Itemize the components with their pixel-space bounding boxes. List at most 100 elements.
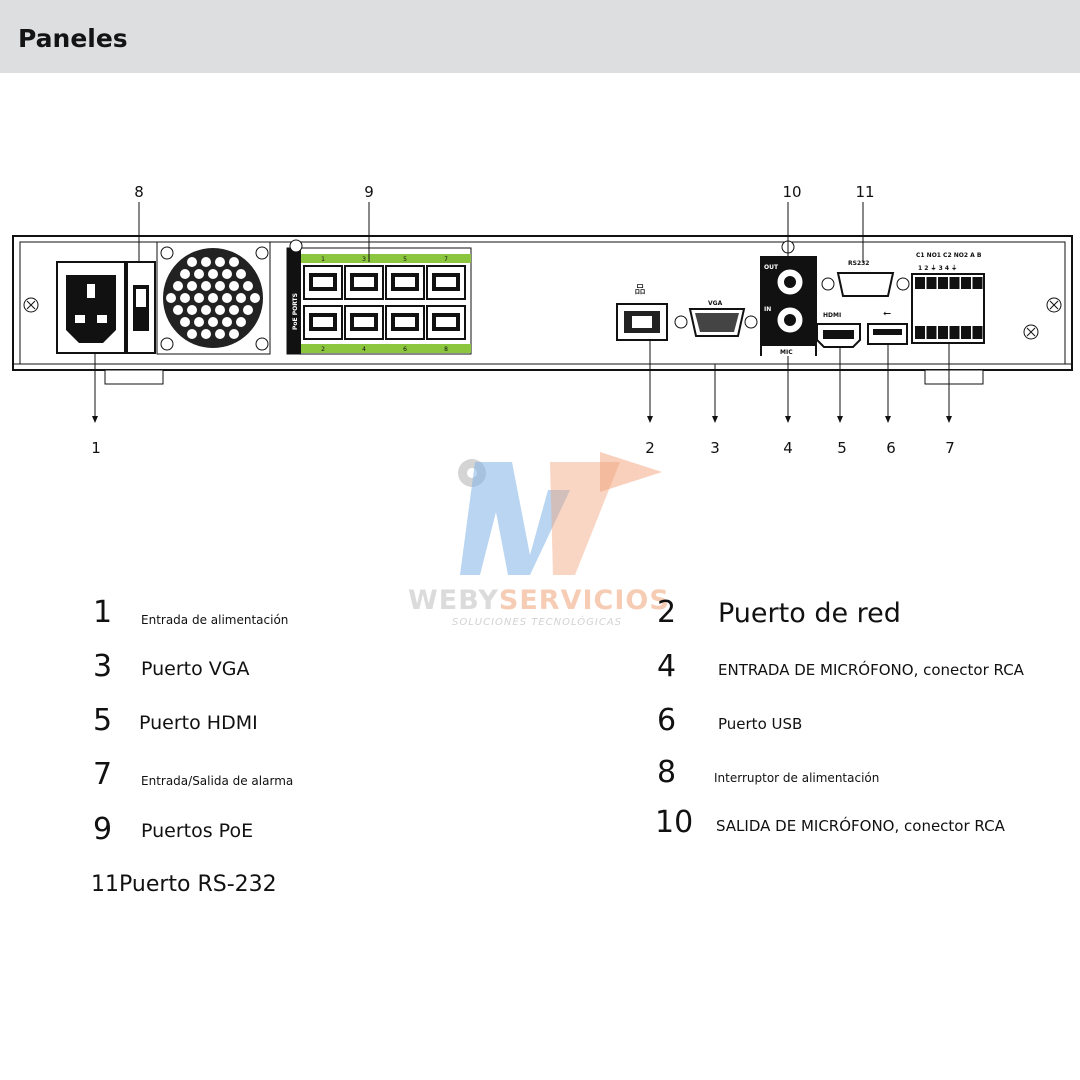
legend-text: Puerto USB [718,715,803,733]
legend-number: 5 [93,703,113,738]
alarm-terminal-cell [915,326,925,339]
legend-number: 10 [655,805,694,840]
alarm-terminal-cell [915,277,925,289]
callout-11: 11 [855,183,874,201]
fan-hole [222,317,232,327]
poe-port-number: 1 [321,256,325,263]
callout-arrow [712,416,718,423]
legend-number: 9 [93,812,113,847]
fan-hole [236,293,246,303]
fan [156,241,271,355]
vga-label: VGA [708,300,723,307]
poe-port-number: 3 [362,256,366,263]
fan-hole [208,269,218,279]
alarm-terminal: C1 NO1 C2 NO2 A B 1 2 ⏚ 3 4 ⏚ [911,252,985,344]
fan-hole [222,269,232,279]
page-title: Paneles [18,24,128,53]
fan-hole [194,269,204,279]
fan-hole [215,281,225,291]
legend-number: 7 [93,757,113,792]
fan-hole [215,257,225,267]
callout-6: 6 [886,439,896,457]
callout-arrow [785,416,791,423]
legend-text: Puerto RS-232 [119,872,277,897]
alarm-header-label: C1 NO1 C2 NO2 A B [916,252,982,259]
fan-hole [173,281,183,291]
legend-text: Puerto HDMI [139,712,258,734]
mic-label: MIC [780,349,793,356]
fan-hole [201,305,211,315]
watermark-brand: WEBYSERVICIOS [408,585,670,616]
fan-hole [229,257,239,267]
poe-jack [344,265,384,300]
fan-hole [201,329,211,339]
poe-jack [303,265,343,300]
callout-arrow [647,416,653,423]
alarm-pins-label: 1 2 ⏚ 3 4 ⏚ [918,265,957,272]
fan-hole [236,269,246,279]
poe-jack [344,305,384,340]
legend-number: 3 [93,649,113,684]
fan-hole [180,269,190,279]
watermark-tagline: SOLUCIONES TECNOLÓGICAS [452,617,623,628]
fan-hole [166,293,176,303]
fan-hole [180,293,190,303]
fan-hole [236,317,246,327]
callout-arrow [837,416,843,423]
fan-hole [215,305,225,315]
rs232-label: RS232 [848,260,869,267]
callout-4: 4 [783,439,793,457]
fan-hole [201,281,211,291]
alarm-terminal-cell [949,277,960,289]
fan-hole [243,305,253,315]
fan-hole [222,293,232,303]
fan-hole [187,305,197,315]
callout-2: 2 [645,439,655,457]
poe-jack [426,305,466,340]
fan-hole [208,317,218,327]
legend-number: 8 [657,755,677,790]
callout-8: 8 [134,183,144,201]
fan-hole [215,329,225,339]
poe-port-number: 7 [444,256,448,263]
fan-hole [194,317,204,327]
fan-hole [229,305,239,315]
legend-text: ENTRADA DE MICRÓFONO, conector RCA [718,661,1024,679]
fan-hole [194,293,204,303]
callout-7: 7 [945,439,955,457]
callout-5: 5 [837,439,847,457]
fan-hole [243,281,253,291]
fan-hole [229,329,239,339]
callout-1: 1 [91,439,101,457]
legend-number: 6 [657,703,677,738]
callout-10: 10 [782,183,801,201]
rs232-port: RS232 [821,260,910,297]
fan-hole [208,293,218,303]
callout-lines [94,202,950,420]
fan-hole [201,257,211,267]
legend-number: 11 [91,872,119,897]
fan-hole [173,305,183,315]
legend-text: Puerto de red [718,598,901,629]
alarm-terminal-cell [972,277,983,289]
poe-port-number: 6 [403,346,407,353]
poe-port-number: 8 [444,346,448,353]
svg-text:品: 品 [635,283,646,296]
poe-port-number: 5 [403,256,407,263]
vga-port: VGA [674,300,758,337]
legend-text: Interruptor de alimentación [714,771,880,785]
alarm-terminal-cell [961,277,971,289]
poe-jack [303,305,343,340]
poe-ports-label: PoE PORTS [292,293,299,330]
watermark-logo [458,452,662,575]
legend-text: Puerto VGA [141,658,250,680]
mic-in-label: IN [764,306,771,313]
alarm-terminal-cell [961,326,971,339]
legend-text: Puertos PoE [141,820,254,842]
legend-number: 1 [93,595,113,630]
watermark-brand-gray: WEBY [408,585,499,616]
alarm-terminal-cell [938,277,948,289]
poe-jack [426,265,466,300]
alarm-terminal-cell [926,326,937,339]
